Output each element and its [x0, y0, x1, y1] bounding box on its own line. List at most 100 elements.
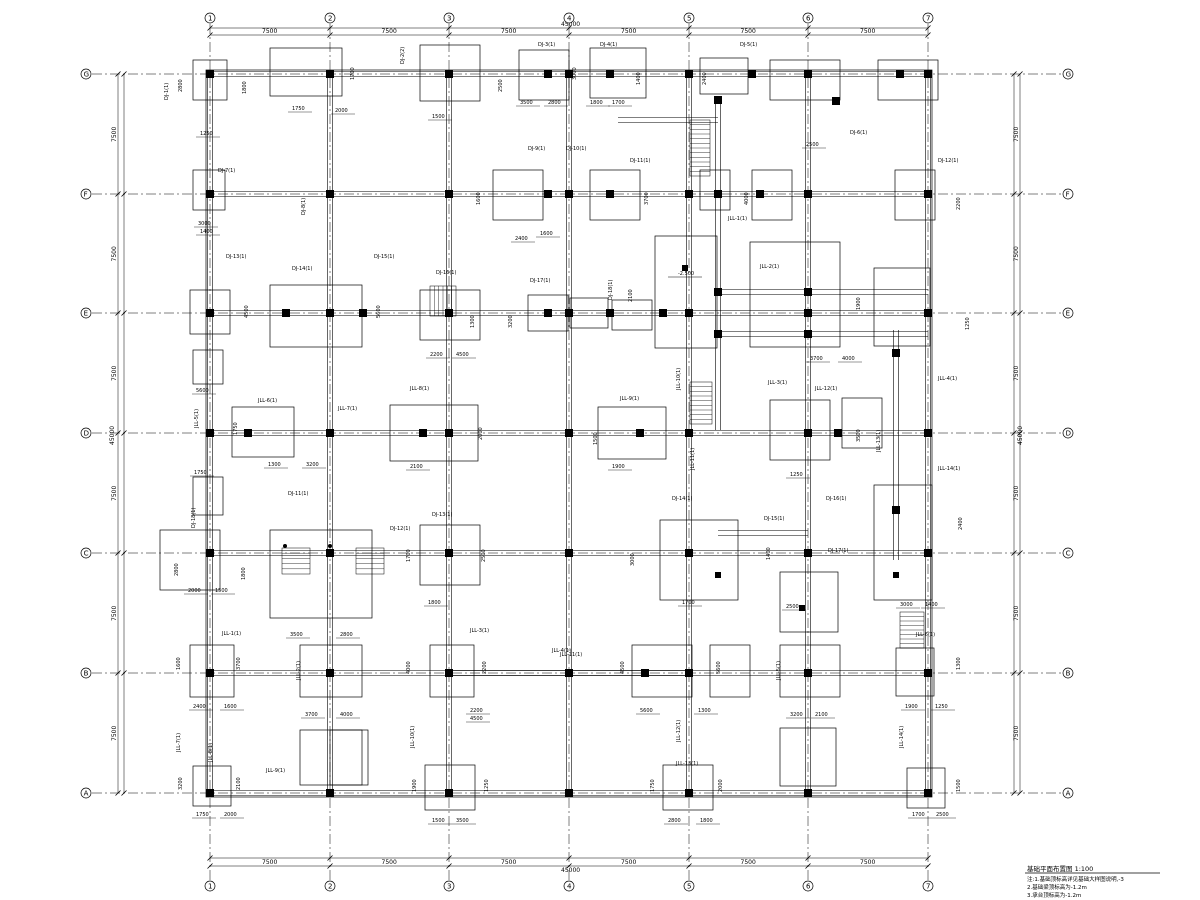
beam-tag: DJ-13(1) — [226, 254, 246, 260]
axis-bubble-col — [922, 880, 934, 892]
footing-dim-vertical: 1400 — [636, 72, 642, 85]
columns — [206, 70, 932, 797]
axis-bubble-col — [802, 12, 814, 24]
footing-outline — [877, 59, 939, 101]
dim-tick — [207, 855, 213, 861]
footing-outline — [231, 406, 295, 458]
beam-tag: JLL-9(1) — [265, 768, 285, 774]
bay-dim-bottom: 7500 — [741, 859, 756, 866]
column — [206, 429, 214, 437]
dim-tick — [115, 430, 121, 436]
footing-dim: 3200 — [790, 712, 803, 718]
footing-outline — [192, 765, 232, 807]
footing-dim: 1400 — [200, 229, 213, 235]
bay-dim-bottom: 7500 — [621, 859, 636, 866]
footing-dim: 4500 — [456, 352, 469, 358]
dim-tick — [1011, 550, 1017, 556]
axis-label-col: 7 — [926, 15, 930, 23]
bay-dim-bottom: 7500 — [382, 859, 397, 866]
dim-tick — [805, 855, 811, 861]
footing-dim-vertical: 1300 — [956, 657, 962, 670]
column — [924, 549, 932, 557]
footing-dim-vertical: 2000 — [478, 427, 484, 440]
footing-outline — [419, 44, 481, 102]
dim-tick — [446, 32, 452, 38]
beam-tag: DJ-11(1) — [630, 158, 650, 164]
footing-dim-vertical: 1500 — [593, 432, 599, 445]
dim-tick — [115, 191, 121, 197]
column — [685, 190, 693, 198]
pile-mark — [799, 605, 805, 611]
axis-label-col: 3 — [447, 15, 451, 23]
title-block: 基础平面布置图 1:100 注:1.基础顶标高详见基础大样图说明,-3 2.基础… — [1025, 864, 1160, 899]
dim-tick — [207, 25, 213, 31]
beam-tag: DJ-18(1) — [191, 508, 197, 528]
column — [206, 789, 214, 797]
dim-tick — [805, 32, 811, 38]
axis-label-row: B — [1066, 670, 1071, 678]
footing-dim: 2200 — [430, 352, 443, 358]
column — [804, 70, 812, 78]
column — [565, 549, 573, 557]
footing-dim: 2500 — [936, 812, 949, 818]
footing-dim: 1300 — [268, 462, 281, 468]
bay-dim-top: 7500 — [262, 28, 277, 35]
column — [685, 70, 693, 78]
beam-tag: JLL-2(1) — [759, 264, 779, 270]
footing-dim-vertical: 2200 — [956, 197, 962, 210]
column — [606, 190, 614, 198]
column — [832, 97, 840, 105]
footing-outline — [419, 289, 481, 341]
beam-tag: JLL-12(1) — [676, 720, 682, 743]
footing-dim-vertical: 5600 — [716, 661, 722, 674]
beam-tag: DJ-2(2) — [400, 47, 406, 64]
footing-dim-vertical: 1700 — [350, 67, 356, 80]
footing-outline — [873, 267, 931, 347]
beam-tag: JLL-6(1) — [257, 398, 277, 404]
axis-label-row: C — [84, 550, 89, 558]
footing-outline — [659, 519, 739, 601]
axis-bubble-row — [1062, 68, 1074, 80]
column — [804, 789, 812, 797]
axis-bubble-col — [204, 880, 216, 892]
beam-tag: DJ-14(1) — [292, 266, 312, 272]
footing-outline — [159, 529, 221, 591]
beam-tag: DJ-11(1) — [288, 491, 308, 497]
dim-tick — [686, 32, 692, 38]
beam-tag: JLL-3(1) — [767, 380, 787, 386]
footing-dim: 2400 — [515, 236, 528, 242]
column — [924, 429, 932, 437]
axis-label-row: F — [1066, 191, 1070, 199]
column — [326, 669, 334, 677]
dim-tick — [805, 25, 811, 31]
footing-dim-vertical: 3500 — [856, 429, 862, 442]
footing-outline — [769, 399, 831, 461]
dim-tick — [207, 863, 213, 869]
column — [892, 506, 900, 514]
axis-bubble-row — [80, 787, 92, 799]
bay-dim-bottom: 7500 — [501, 859, 516, 866]
footing-dim-vertical: 1250 — [484, 779, 490, 792]
axis-bubble-row — [1062, 307, 1074, 319]
pile-mark — [682, 265, 688, 271]
footing-dim: 2200 — [470, 708, 483, 714]
footing-dim-vertical: 1600 — [176, 657, 182, 670]
footing-dim-vertical: 2100 — [236, 777, 242, 790]
beam-tag: DJ-17(1) — [828, 548, 848, 554]
footing-outline — [597, 406, 667, 460]
footing-dim: 2500 — [786, 604, 799, 610]
footing-dim: 1250 — [200, 131, 213, 137]
anchor-point — [283, 544, 287, 548]
footing-dim-vertical: 1750 — [650, 779, 656, 792]
footing-outline — [749, 241, 841, 348]
bay-dim-top: 7500 — [741, 28, 756, 35]
axis-bubble-col — [324, 880, 336, 892]
column — [326, 789, 334, 797]
column — [206, 70, 214, 78]
column — [606, 70, 614, 78]
dim-tick — [1017, 71, 1023, 77]
axis-bubble-row — [1062, 787, 1074, 799]
footing-outline — [192, 349, 224, 385]
axis-label-row: E — [1066, 310, 1070, 318]
beam-tag: JLL-10(1) — [410, 726, 416, 749]
